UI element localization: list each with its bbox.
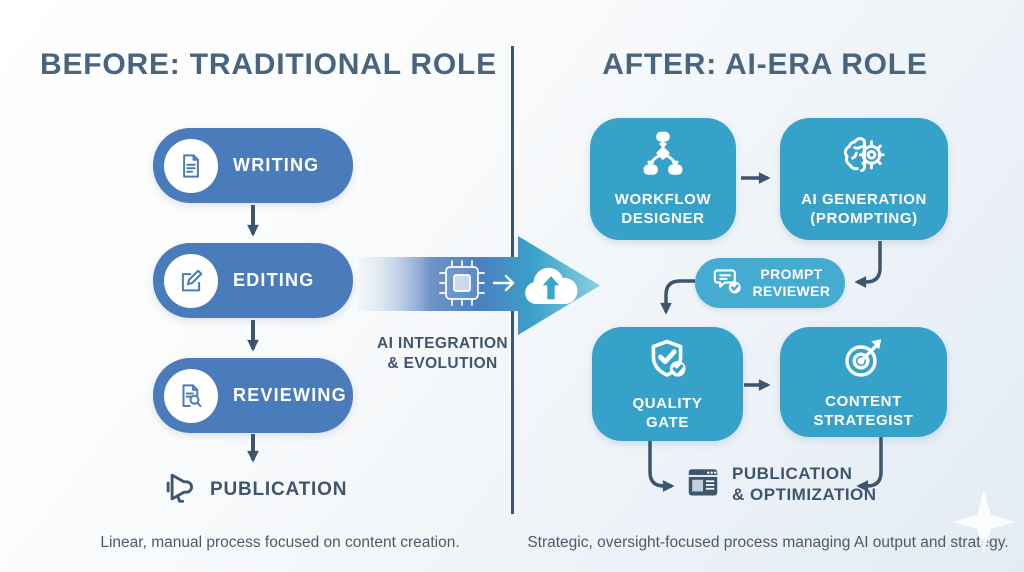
publication-optimization-terminal: PUBLICATION & OPTIMIZATION (684, 464, 877, 505)
node-label: CONTENT STRATEGIST (814, 393, 914, 431)
transition-line2: & EVOLUTION (387, 355, 498, 373)
node-line2: GATE (646, 413, 689, 431)
node-prompt-reviewer: PROMPT REVIEWER (695, 258, 845, 308)
edit-icon (164, 253, 218, 308)
node-line2: (PROMPTING) (810, 209, 918, 227)
cloud-upload-icon (525, 267, 578, 304)
flowchart-icon (637, 130, 689, 185)
step-writing: WRITING (153, 128, 353, 203)
step-reviewing: REVIEWING (153, 358, 353, 433)
document-search-icon (164, 368, 218, 423)
transition-label: AI INTEGRATION & EVOLUTION (360, 334, 525, 374)
chat-check-icon (710, 264, 746, 303)
chip-icon (439, 260, 485, 306)
node-line2: DESIGNER (621, 209, 705, 227)
arrow-aigen-promptreviewer (854, 241, 882, 288)
publication-optimization-label: PUBLICATION & OPTIMIZATION (732, 464, 877, 505)
shield-check-icon (643, 336, 693, 389)
node-line1: QUALITY (632, 394, 703, 412)
step-editing: EDITING (153, 243, 353, 318)
browser-icon (684, 464, 722, 505)
node-line1: PROMPT (760, 266, 823, 283)
node-line2: REVIEWER (752, 283, 831, 299)
node-workflow-designer: WORKFLOW DESIGNER (590, 118, 736, 240)
terminal-line1: PUBLICATION (732, 464, 853, 484)
transition-line1: AI INTEGRATION (376, 335, 509, 352)
terminal-line2: & OPTIMIZATION (732, 484, 877, 504)
node-label: PROMPT REVIEWER (753, 266, 831, 300)
step-label: EDITING (233, 270, 315, 290)
after-title: AFTER: AI-ERA ROLE (602, 48, 928, 81)
node-quality-gate: QUALITY GATE (592, 327, 743, 441)
publication-label: PUBLICATION (210, 478, 348, 500)
node-line1: CONTENT (825, 392, 902, 410)
node-label: AI GENERATION (PROMPTING) (801, 191, 927, 229)
before-title: BEFORE: TRADITIONAL ROLE (40, 48, 497, 81)
node-line2: STRATEGIST (813, 411, 914, 429)
after-caption: Strategic, oversight-focused process man… (527, 534, 1009, 551)
arrow-quality-publication (648, 441, 675, 492)
node-label: WORKFLOW DESIGNER (615, 191, 711, 229)
transition-arrow (358, 236, 600, 335)
arrow-promptreviewer-quality (660, 279, 695, 315)
publication-terminal: PUBLICATION (160, 468, 347, 511)
node-line1: WORKFLOW (614, 190, 712, 208)
node-content-strategist: CONTENT STRATEGIST (780, 327, 947, 437)
brain-gear-icon (837, 130, 891, 185)
center-divider (511, 46, 514, 514)
step-label: REVIEWING (233, 385, 347, 405)
node-label: QUALITY GATE (632, 395, 702, 433)
step-label: WRITING (233, 155, 320, 175)
before-caption: Linear, manual process focused on conten… (100, 534, 460, 551)
target-arrow-icon (839, 334, 889, 387)
document-icon (164, 138, 218, 193)
megaphone-icon (160, 468, 200, 511)
node-line1: AI GENERATION (801, 190, 927, 208)
node-ai-generation: AI GENERATION (PROMPTING) (780, 118, 948, 240)
